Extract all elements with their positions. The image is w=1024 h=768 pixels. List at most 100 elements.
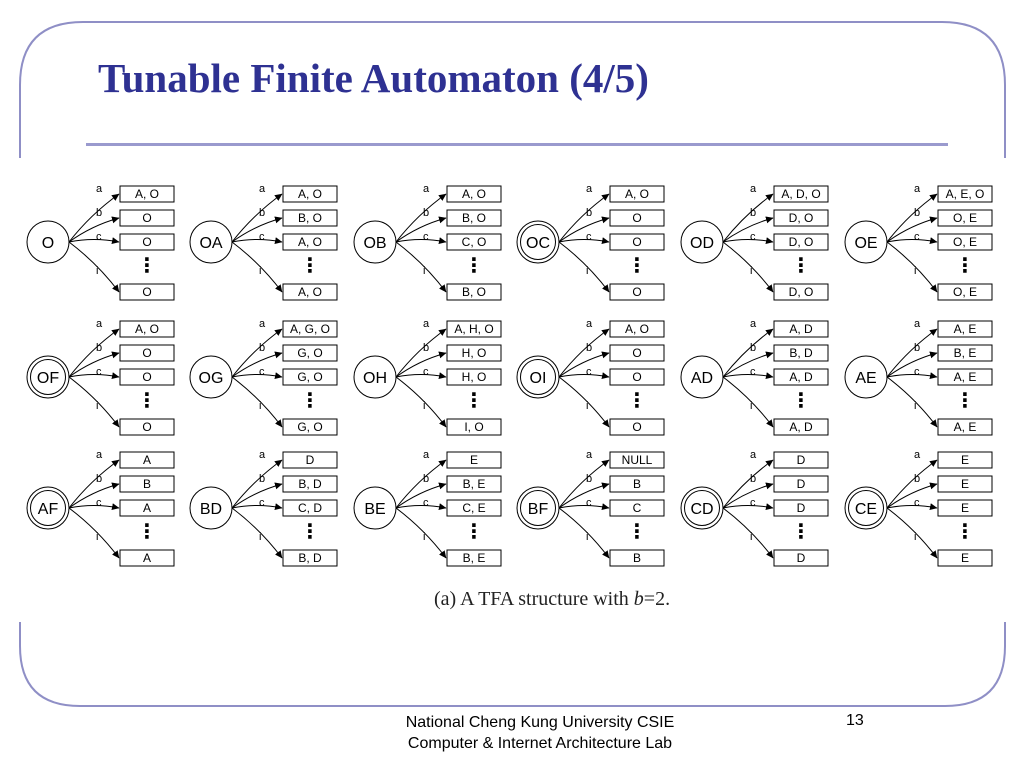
transition-arrow [68, 503, 120, 511]
transition-cell [282, 209, 338, 227]
state-ae: AEA, EaB, EbA, EcA, Ei⋮ [844, 318, 993, 436]
ellipsis-dots: ⋮ [627, 388, 647, 412]
transition-arrow [558, 328, 610, 378]
cell-label: D [306, 453, 315, 467]
cell-label: A, D [789, 370, 813, 384]
cell-label: I, O [464, 420, 483, 434]
input-symbol: i [750, 265, 752, 277]
input-symbol: i [586, 265, 588, 277]
cell-label: D, O [789, 235, 814, 249]
transition-cell [937, 475, 993, 493]
input-symbol: c [96, 497, 102, 509]
transition-arrow [558, 372, 610, 380]
input-symbol: a [259, 318, 266, 330]
transition-cell [119, 451, 175, 469]
transition-cell [773, 320, 829, 338]
transition-cell [773, 283, 829, 301]
transition-cell [609, 344, 665, 362]
ellipsis-dots: ⋮ [137, 253, 157, 277]
accepting-inner-circle [848, 490, 884, 526]
cell-label: B [143, 477, 151, 491]
transition-cell [446, 283, 502, 301]
ellipsis-dots: ⋮ [791, 519, 811, 543]
transition-cell [446, 451, 502, 469]
input-symbol: b [423, 207, 429, 219]
transition-cell [609, 283, 665, 301]
transition-arrow [886, 459, 938, 509]
transition-cell [119, 549, 175, 567]
state-label: OD [690, 235, 714, 252]
transition-cell [937, 549, 993, 567]
cell-label: G, O [297, 346, 322, 360]
transition-cell [609, 418, 665, 436]
input-symbol: i [914, 265, 916, 277]
input-symbol: i [259, 531, 261, 543]
transition-cell [282, 185, 338, 203]
input-symbol: b [750, 207, 756, 219]
transition-cell [773, 209, 829, 227]
input-symbol: b [259, 342, 265, 354]
ellipsis-dots: ⋮ [300, 253, 320, 277]
ellipsis-dots: ⋮ [300, 388, 320, 412]
cell-label: A, D [789, 420, 813, 434]
transition-cell [609, 233, 665, 251]
input-symbol: a [96, 183, 103, 195]
transition-cell [282, 475, 338, 493]
transition-arrow [231, 503, 283, 511]
state-label: OI [530, 370, 547, 387]
transition-cell [609, 549, 665, 567]
transition-arrow [395, 376, 447, 428]
input-symbol: a [750, 183, 757, 195]
cell-label: O [632, 370, 641, 384]
input-symbol: i [914, 531, 916, 543]
input-symbol: b [586, 473, 592, 485]
transition-arrow [886, 507, 938, 559]
transition-cell [446, 233, 502, 251]
transition-arrow [395, 507, 447, 559]
transition-cell [446, 185, 502, 203]
input-symbol: b [423, 473, 429, 485]
transition-cell [773, 475, 829, 493]
transition-arrow [68, 193, 120, 243]
transition-cell [446, 320, 502, 338]
transition-arrow [68, 459, 120, 509]
cell-label: O [632, 285, 641, 299]
cell-label: H, O [462, 346, 487, 360]
transition-arrow [395, 459, 447, 509]
transition-arrow [722, 241, 774, 293]
cell-label: B, E [463, 551, 486, 565]
input-symbol: a [423, 318, 430, 330]
transition-cell [773, 233, 829, 251]
input-symbol: c [423, 231, 429, 243]
ellipsis-dots: ⋮ [791, 388, 811, 412]
accepting-inner-circle [520, 490, 556, 526]
transition-arrow [558, 376, 610, 428]
transition-arrow [395, 503, 447, 511]
footer-lab: Computer & Internet Architecture Lab [407, 735, 673, 752]
input-symbol: a [259, 183, 266, 195]
transition-arrow [722, 351, 774, 378]
accepting-inner-circle [30, 490, 66, 526]
transition-cell [446, 418, 502, 436]
input-symbol: i [750, 400, 752, 412]
state-oa: OAA, OaB, ObA, OcA, Oi⋮ [189, 183, 338, 301]
ellipsis-dots: ⋮ [300, 519, 320, 543]
transition-cell [609, 451, 665, 469]
transition-cell [773, 549, 829, 567]
input-symbol: b [96, 473, 102, 485]
transition-arrow [886, 376, 938, 428]
cell-label: O [632, 211, 641, 225]
transition-arrow [722, 507, 774, 559]
caption-text: (a) A TFA structure with [434, 588, 634, 610]
transition-arrow [886, 193, 938, 243]
transition-cell [119, 283, 175, 301]
cell-label: O, E [953, 235, 977, 249]
transition-arrow [558, 241, 610, 293]
input-symbol: c [586, 366, 592, 378]
accepting-inner-circle [30, 359, 66, 395]
state-label: OE [854, 235, 877, 252]
